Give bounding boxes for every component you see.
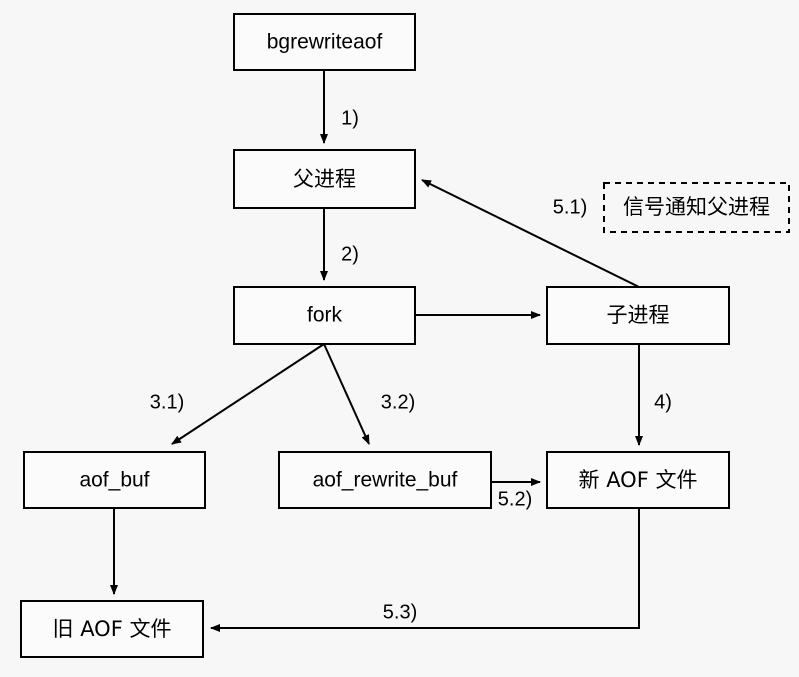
- node-label-bgrewriteaof: bgrewriteaof: [267, 31, 383, 54]
- edge-label-4: 4): [654, 391, 672, 413]
- edge-parent-to-fork: 2): [320, 208, 359, 281]
- node-label-fork: fork: [307, 304, 343, 327]
- node-aof-buf[interactable]: aof_buf: [23, 451, 206, 509]
- edge-label-1: 1): [341, 107, 359, 129]
- edge-label-5-3: 5.3): [383, 601, 417, 623]
- edge-aof-rewrite-buf-to-new-aof: 5.2): [491, 478, 541, 510]
- edge-label-3-2: 3.2): [381, 391, 415, 413]
- edge-line: [210, 508, 640, 632]
- node-old-aof-file[interactable]: 旧 AOF 文件: [20, 600, 204, 658]
- node-signal-note: 信号通知父进程: [603, 182, 790, 233]
- node-fork[interactable]: fork: [233, 286, 416, 345]
- edge-fork-to-aof-buf: 3.1): [150, 343, 325, 445]
- node-label-old-aof-file: 旧 AOF 文件: [53, 617, 172, 641]
- edge-fork-to-aof-rewrite-buf: 3.2): [323, 343, 415, 445]
- node-box[interactable]: [20, 600, 204, 658]
- edge-line: [421, 179, 640, 288]
- node-box-dashed: [603, 182, 790, 233]
- node-box[interactable]: [278, 451, 492, 509]
- node-box[interactable]: [546, 286, 730, 345]
- node-label-parent-process: 父进程: [293, 167, 356, 191]
- node-label-new-aof-file: 新 AOF 文件: [579, 468, 698, 492]
- node-parent-process[interactable]: 父进程: [233, 149, 416, 209]
- edge-bgrewriteaof-to-parent: 1): [320, 70, 359, 144]
- node-label-aof-rewrite-buf: aof_rewrite_buf: [313, 469, 458, 492]
- node-box[interactable]: [23, 451, 206, 509]
- edge-label-3-1: 3.1): [150, 391, 184, 413]
- edge-label-5-1: 5.1): [553, 196, 587, 218]
- edge-line: [323, 343, 370, 445]
- node-box[interactable]: [233, 149, 416, 209]
- edge-label-2: 2): [341, 243, 359, 265]
- node-child-process[interactable]: 子进程: [546, 286, 730, 345]
- node-box[interactable]: [233, 286, 416, 345]
- edge-new-aof-to-old-aof: 5.3): [210, 508, 640, 632]
- node-label-signal-note: 信号通知父进程: [623, 195, 770, 219]
- node-label-aof-buf: aof_buf: [79, 469, 149, 492]
- edge-child-to-parent-signal: 5.1): [421, 179, 640, 288]
- node-box[interactable]: [233, 13, 416, 71]
- node-bgrewriteaof[interactable]: bgrewriteaof: [233, 13, 416, 71]
- node-new-aof-file[interactable]: 新 AOF 文件: [546, 451, 730, 509]
- node-label-child-process: 子进程: [607, 303, 670, 327]
- edge-line: [171, 343, 325, 445]
- edge-child-to-new-aof: 4): [635, 344, 672, 446]
- edge-label-5-2: 5.2): [498, 488, 532, 510]
- node-box[interactable]: [546, 451, 730, 509]
- node-aof-rewrite-buf[interactable]: aof_rewrite_buf: [278, 451, 492, 509]
